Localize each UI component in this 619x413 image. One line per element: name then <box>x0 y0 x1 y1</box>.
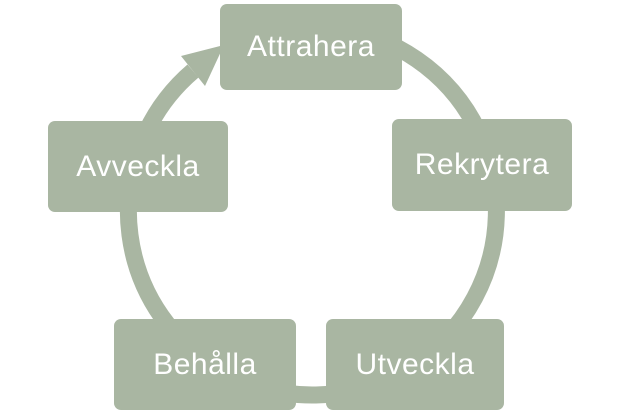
cycle-node-label: Utveckla <box>355 347 475 381</box>
cycle-node-label: Behålla <box>153 347 257 381</box>
cycle-node-label: Rekrytera <box>414 148 550 181</box>
cycle-arrowhead-icon <box>181 45 224 86</box>
cycle-node-avveckla: Avveckla <box>48 121 228 212</box>
cycle-node-behalla: Behålla <box>114 319 296 410</box>
cycle-node-label: Avveckla <box>76 149 200 183</box>
cycle-node-rekrytera: Rekrytera <box>392 119 572 211</box>
cycle-node-utveckla: Utveckla <box>326 319 504 410</box>
cycle-node-label: Attrahera <box>247 30 375 63</box>
cycle-node-attrahera: Attrahera <box>220 4 402 90</box>
